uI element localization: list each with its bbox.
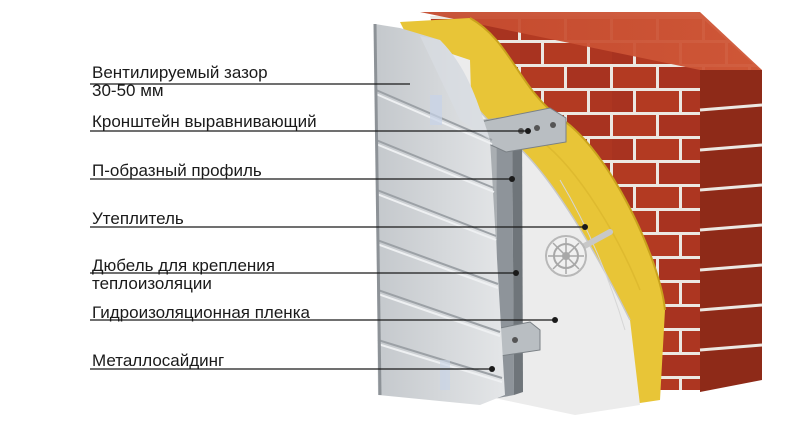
bracket — [479, 107, 567, 153]
label-u-profile: П-образный профиль — [92, 161, 262, 180]
metal-siding — [373, 23, 505, 405]
label-vent-gap-line2: 30-50 мм — [92, 81, 164, 100]
label-vent-gap-line1: Вентилируемый зазор — [92, 63, 268, 82]
label-vent-gap: Вентилируемый зазор 30-50 мм — [92, 64, 268, 100]
leader-dots — [489, 128, 588, 372]
label-dowel-line1: Дюбель для крепления — [92, 256, 275, 275]
label-insulation: Утеплитель — [92, 209, 184, 228]
label-dowel: Дюбель для крепления теплоизоляции — [92, 257, 275, 293]
label-bracket: Кронштейн выравнивающий — [92, 112, 317, 131]
dowel — [545, 229, 613, 277]
leader-lines — [90, 83, 585, 370]
label-dowel-line2: теплоизоляции — [92, 274, 212, 293]
label-siding: Металлосайдинг — [92, 351, 225, 370]
label-membrane: Гидроизоляционная пленка — [92, 303, 310, 322]
